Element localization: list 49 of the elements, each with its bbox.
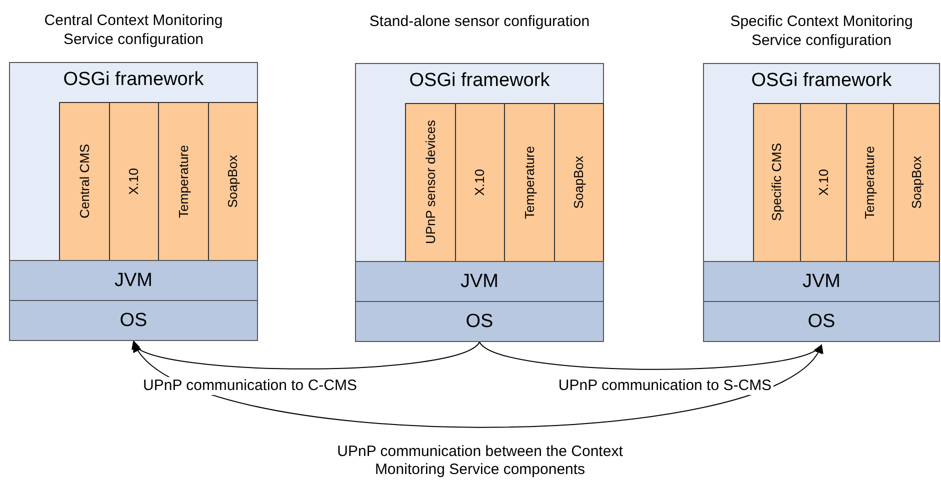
layer-box	[703, 301, 940, 342]
bundle-label: X.10	[126, 168, 142, 195]
layer-box	[9, 260, 258, 301]
edge-label: UPnP communication to C-CMS	[141, 377, 359, 395]
curved-arrow	[479, 342, 822, 370]
layer-label: JVM	[802, 270, 840, 292]
bundle-box	[846, 103, 894, 262]
framework-box	[703, 63, 940, 262]
bundle-box	[59, 102, 110, 261]
configuration-caption: Specific Context Monitoring Service configuration	[729, 12, 914, 50]
bundle-box	[504, 103, 554, 262]
bundle-label: SoapBox	[571, 156, 586, 209]
framework-label: OSGi framework	[408, 70, 551, 92]
framework-label: OSGi framework	[750, 70, 893, 92]
bundle-label: Temperature	[522, 146, 537, 219]
bundle-label: SoapBox	[908, 156, 924, 209]
framework-box	[355, 63, 604, 262]
curved-arrow	[132, 342, 480, 370]
bundle-box	[208, 102, 258, 261]
configuration-caption: Stand-alone sensor configuration	[368, 12, 591, 31]
bundle-box	[753, 103, 800, 262]
configuration-caption: Central Context Monitoring Service configuration	[43, 11, 224, 49]
framework-box	[9, 62, 258, 261]
bundle-label: Central CMS	[76, 144, 92, 219]
bundle-box	[800, 103, 847, 262]
bundle-box	[158, 102, 208, 261]
bundle-label: X.10	[472, 169, 488, 196]
layer-box	[355, 261, 604, 302]
bundle-box	[454, 103, 505, 262]
bundle-label: SoapBox	[225, 155, 240, 208]
layer-label: JVM	[114, 270, 152, 292]
bundle-label: UPnP sensor devices	[422, 120, 438, 245]
layer-label: OS	[466, 310, 494, 332]
layer-box	[9, 300, 258, 341]
layer-label: OS	[808, 310, 836, 332]
bundle-box	[892, 103, 940, 262]
layer-label: OS	[120, 310, 148, 332]
layer-label: JVM	[460, 270, 498, 292]
layer-box	[703, 261, 940, 302]
bundle-box	[405, 103, 456, 262]
bundle-label: Specific CMS	[769, 143, 784, 222]
bundle-label: Temperature	[176, 145, 191, 218]
framework-label: OSGi framework	[62, 69, 205, 91]
bundle-label: X.10	[816, 169, 831, 196]
bundle-box	[108, 102, 159, 261]
layer-box	[355, 301, 604, 342]
bundle-box	[554, 103, 604, 262]
bundle-label: Temperature	[862, 146, 878, 219]
curved-arrow	[132, 340, 822, 428]
